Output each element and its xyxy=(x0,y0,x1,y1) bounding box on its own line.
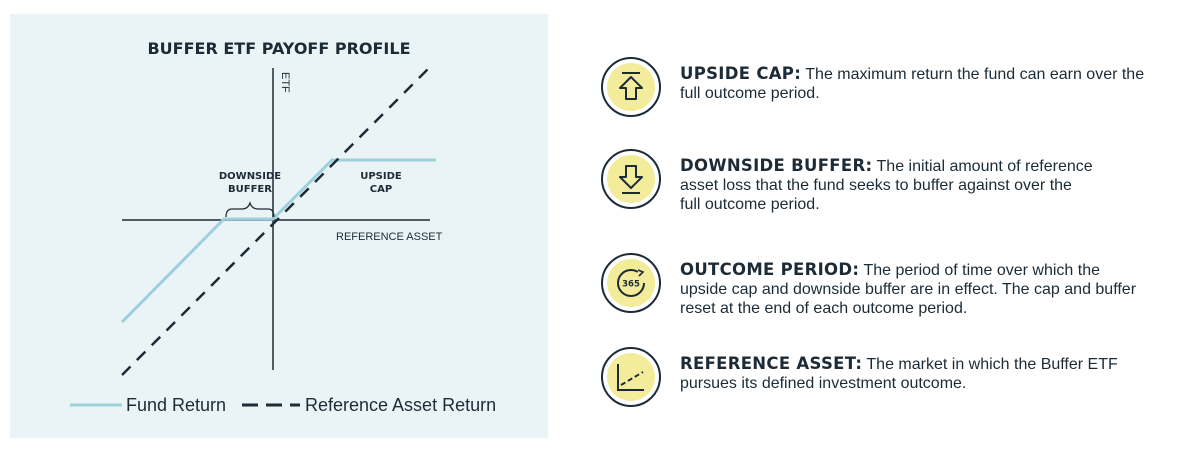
upside-cap-label-line1: UPSIDE xyxy=(360,171,402,182)
payoff-chart: BUFFER ETF PAYOFF PROFILE ETF REFERENCE … xyxy=(70,39,496,415)
definition-text: OUTCOME PERIOD: The period of time over … xyxy=(680,260,1190,318)
definition-body-line: full outcome period. xyxy=(680,196,820,213)
definition-term: REFERENCE ASSET: xyxy=(680,354,863,373)
reference-asset-line xyxy=(121,66,431,376)
definition-term: OUTCOME PERIOD: xyxy=(680,260,860,279)
definition-body-line: The period of time over which the xyxy=(863,262,1100,279)
fund-return-line xyxy=(120,158,436,324)
definition-body-line: The maximum return the fund can earn ove… xyxy=(805,66,1145,83)
definition-body-line: The initial amount of reference xyxy=(876,158,1093,175)
upside-cap-icon xyxy=(601,57,661,117)
definition-term: DOWNSIDE BUFFER: xyxy=(680,156,873,175)
downside-buffer-icon xyxy=(601,149,661,209)
definition-body-line: full outcome period. xyxy=(680,85,820,102)
definition-term: UPSIDE CAP: xyxy=(680,64,802,83)
downside-buffer-label-line1: DOWNSIDE xyxy=(219,171,281,182)
definition-body-line: reset at the end of each outcome period. xyxy=(680,300,968,317)
downside-buffer-label-line2: BUFFER xyxy=(228,184,272,195)
definition-text: DOWNSIDE BUFFER: The initial amount of r… xyxy=(680,156,1190,214)
definition-body-line: upside cap and downside buffer are in ef… xyxy=(680,281,1137,298)
definition-body-line: The market in which the Buffer ETF xyxy=(866,356,1118,373)
legend-reference-label: Reference Asset Return xyxy=(305,395,496,415)
reference-asset-icon xyxy=(601,347,661,407)
legend-fund-label: Fund Return xyxy=(126,395,226,415)
upside-cap-label-line2: CAP xyxy=(370,184,392,195)
outcome-period-icon: 365 xyxy=(601,253,661,313)
chart-title: BUFFER ETF PAYOFF PROFILE xyxy=(147,39,410,58)
definition-text: REFERENCE ASSET: The market in which the… xyxy=(680,354,1190,393)
definition-body-line: asset loss that the fund seeks to buffer… xyxy=(680,177,1072,194)
downside-buffer-brace xyxy=(225,201,275,218)
y-axis-label: ETF xyxy=(279,72,291,93)
x-axis-label: REFERENCE ASSET xyxy=(336,231,443,243)
definition-text: UPSIDE CAP: The maximum return the fund … xyxy=(680,64,1190,103)
definition-body-line: pursues its defined investment outcome. xyxy=(680,375,967,392)
payoff-chart-panel: BUFFER ETF PAYOFF PROFILE ETF REFERENCE … xyxy=(10,14,548,438)
outcome-period-icon-text: 365 xyxy=(622,280,640,290)
